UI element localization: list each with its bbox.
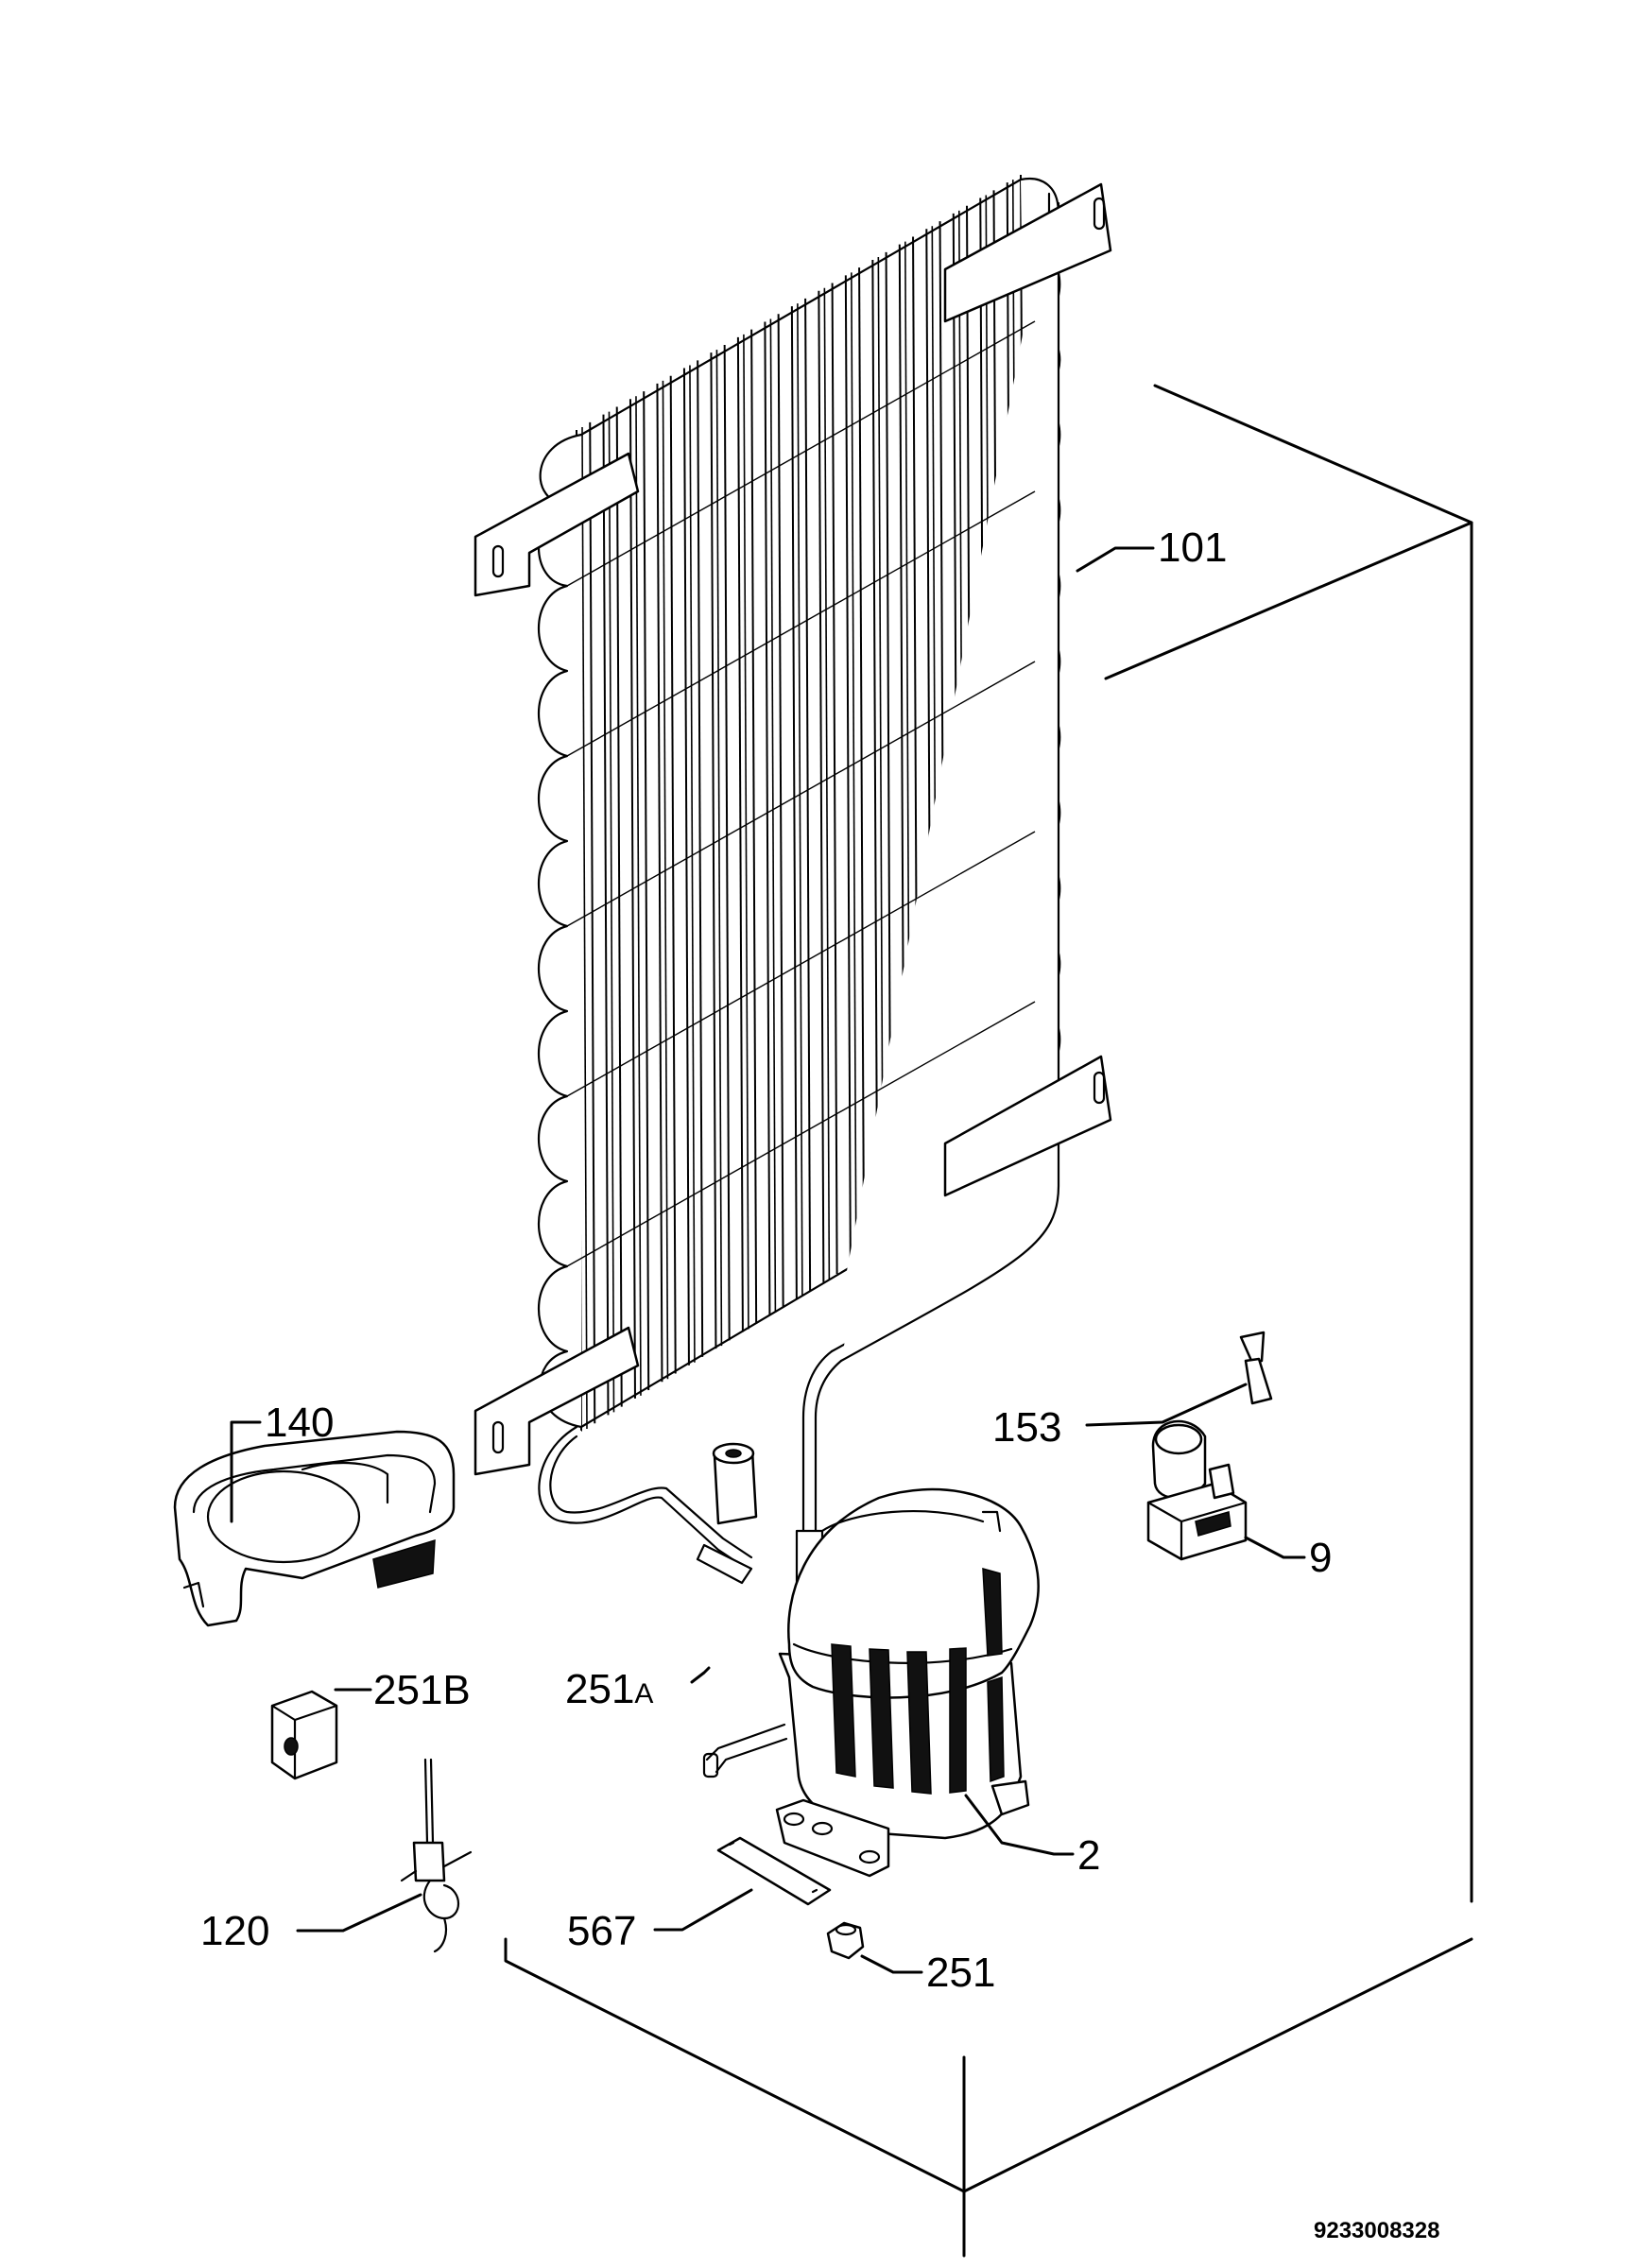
condenser-wire [581, 426, 588, 1430]
callout-251: 251 [926, 1950, 995, 1996]
condenser-wire [629, 399, 636, 1399]
condenser-wire [790, 306, 798, 1299]
condenser-cross-wire [566, 490, 1036, 757]
callout-567: 567 [567, 1908, 636, 1954]
condenser-wire [831, 283, 838, 1275]
condenser-wire [589, 421, 596, 1424]
condenser-wire [777, 314, 784, 1308]
callout-251B: 251B [373, 1667, 471, 1713]
condenser-wire [662, 380, 669, 1380]
condenser-wire [669, 375, 677, 1374]
condenser-wire [689, 365, 696, 1363]
condenser-cross-wire [566, 320, 1036, 587]
leader-lines [230, 546, 1306, 1974]
condenser-wire [851, 272, 857, 1263]
callout-9: 9 [1309, 1535, 1332, 1581]
document-number: 9233008328 [1314, 2218, 1439, 2243]
callout-120: 120 [200, 1908, 269, 1954]
callout-101: 101 [1158, 524, 1227, 571]
callout-251A-number: 251 [565, 1666, 634, 1712]
condenser-wire [797, 303, 803, 1297]
callout-251A: 251A [565, 1666, 653, 1712]
condenser-wire [871, 259, 879, 1249]
condenser-wire [750, 329, 758, 1324]
condenser-wire [818, 290, 825, 1282]
drip-tray [173, 1430, 456, 1627]
condenser-wire [769, 318, 777, 1313]
condenser-wire [682, 368, 690, 1366]
callout-labels: 101 140 153 251A 251B 9 2 120 567 251 [200, 524, 1332, 1996]
condenser-wire [608, 411, 615, 1413]
condenser-wire [764, 321, 771, 1315]
relay-holder [1146, 1419, 1248, 1561]
condenser-wire [823, 287, 831, 1280]
callout-140: 140 [265, 1400, 334, 1446]
condenser-wire [643, 391, 650, 1391]
condenser-cross-wire [566, 661, 1036, 927]
condenser-wire [736, 336, 744, 1332]
condenser-wire [635, 396, 642, 1396]
callout-251A-suffix: A [634, 1678, 653, 1710]
nut [826, 1921, 865, 1960]
condenser-wire [858, 267, 866, 1258]
screw-spacer [1239, 1331, 1273, 1405]
condenser-wire [602, 414, 610, 1416]
cabinet-outline [504, 384, 1473, 2258]
condenser-cross-wires [566, 320, 1036, 1267]
condenser-wire [656, 383, 663, 1383]
condenser-wire [877, 256, 885, 1246]
condenser-wire [743, 334, 749, 1330]
rubber-block [270, 1690, 338, 1780]
compressor [702, 1487, 1040, 1878]
sensor-cable [400, 1758, 473, 1953]
condenser-coil [474, 174, 1112, 1594]
callout-153: 153 [992, 1404, 1061, 1451]
condenser-cross-wire [566, 831, 1036, 1097]
condenser-cross-wire [566, 1001, 1036, 1267]
callout-2: 2 [1077, 1832, 1100, 1879]
grommet [712, 1442, 758, 1525]
condenser-wire [804, 298, 812, 1291]
condenser-wire [844, 275, 852, 1266]
mounting-strip [716, 1836, 832, 1906]
condenser-wire [615, 406, 623, 1407]
